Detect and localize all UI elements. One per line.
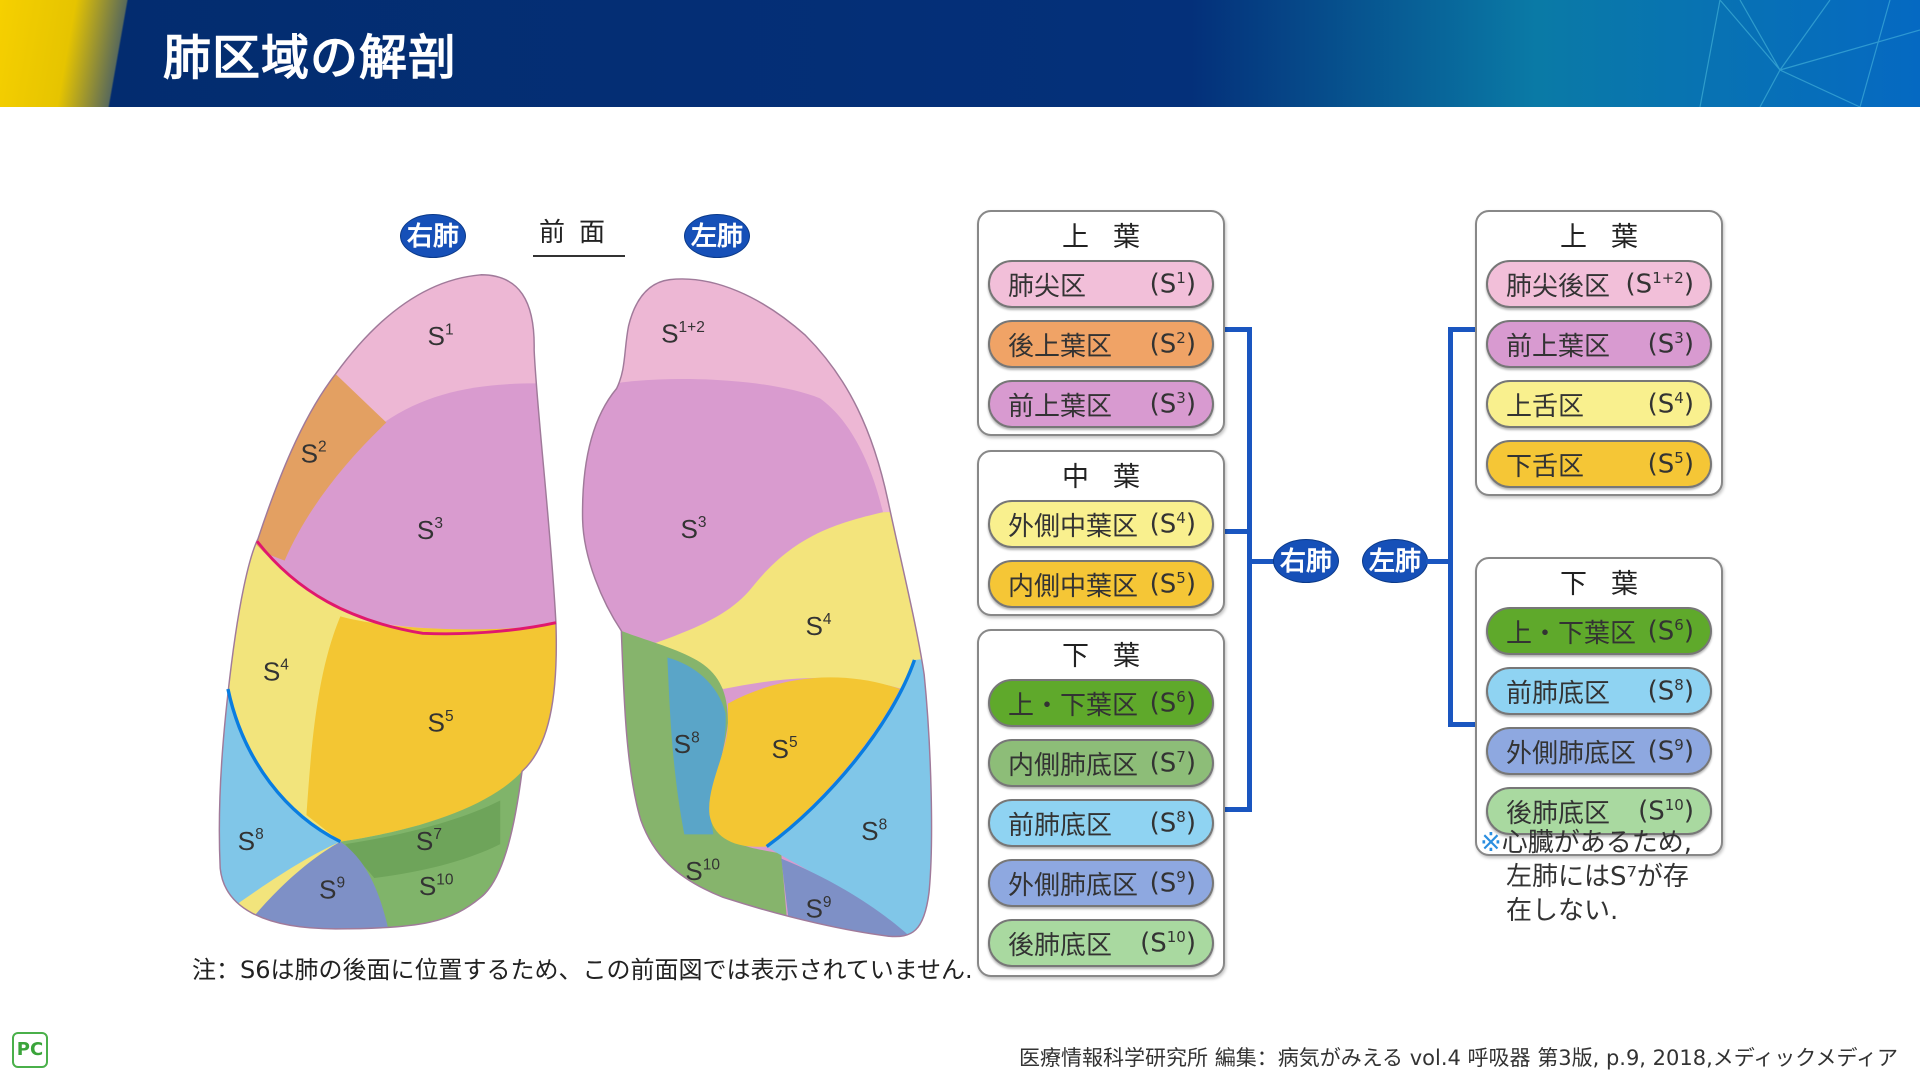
seg-label: S1 xyxy=(428,321,454,351)
right-lower-lobe-box: 下葉 上・下葉区S6 内側肺底区S7 前肺底区S8 外側肺底区S9 後肺底区S1… xyxy=(977,629,1225,977)
connector xyxy=(1448,722,1476,727)
seg-label: S10 xyxy=(419,871,454,901)
right-upper-lobe-box: 上葉 肺尖区S1 後上葉区S2 前上葉区S3 xyxy=(977,210,1225,436)
seg-label: S3 xyxy=(417,515,443,545)
right-middle-lobe-box: 中葉 外側中葉区S4 内側中葉区S5 xyxy=(977,450,1225,616)
seg-label: S8 xyxy=(861,816,887,846)
seg-label: S10 xyxy=(685,856,720,886)
left-s8 xyxy=(766,655,932,937)
network-decoration xyxy=(1699,0,1920,107)
connector xyxy=(1247,327,1252,812)
segment-pill: 下舌区S5 xyxy=(1486,440,1712,488)
page-title: 肺区域の解剖 xyxy=(163,30,458,86)
segment-pill: 前上葉区S3 xyxy=(988,380,1214,428)
segment-pill: 上・下葉区S6 xyxy=(1486,607,1712,655)
right-lung-badge: 右肺 xyxy=(400,214,466,258)
seg-label: S8 xyxy=(674,729,700,759)
seg-label: S2 xyxy=(301,438,327,468)
segment-pill: 後肺底区S10 xyxy=(1486,787,1712,835)
left-s4 xyxy=(655,509,932,690)
seg-label: S8 xyxy=(238,826,264,856)
connector xyxy=(1247,559,1275,564)
seg-label: S9 xyxy=(805,894,831,924)
seg-label: S5 xyxy=(428,708,454,738)
left-s8-inner xyxy=(667,657,726,835)
right-horizontal-fissure xyxy=(255,540,557,636)
segment-pill: 後上葉区S2 xyxy=(988,320,1214,368)
right-s2 xyxy=(253,369,387,561)
view-label: 前面 xyxy=(533,212,625,257)
left-oblique-fissure xyxy=(765,659,917,848)
note-mark: ※ xyxy=(1480,828,1502,858)
segment-pill: 前肺底区S8 xyxy=(988,799,1214,847)
segment-pill: 前上葉区S3 xyxy=(1486,320,1712,368)
segment-pill: 外側肺底区S9 xyxy=(1486,727,1712,775)
segment-pill: 上舌区S4 xyxy=(1486,380,1712,428)
connector xyxy=(1448,327,1453,727)
right-lung-shape xyxy=(219,274,557,929)
right-oblique-fissure xyxy=(226,688,342,844)
lobe-title: 中葉 xyxy=(1062,462,1164,493)
connector xyxy=(1426,559,1452,564)
segment-pill: 内側肺底区S7 xyxy=(988,739,1214,787)
connector xyxy=(1225,807,1251,812)
left-lung-note: ※心臓があるため, 左肺にはS⁷が存 在しない. xyxy=(1480,828,1693,926)
lobe-title: 上葉 xyxy=(1062,222,1164,253)
seg-label: S5 xyxy=(772,734,798,764)
left-lung-badge: 左肺 xyxy=(1362,539,1428,583)
connector xyxy=(1225,529,1251,534)
connector xyxy=(1225,327,1251,332)
left-s9 xyxy=(781,858,913,937)
seg-label: S4 xyxy=(805,611,831,641)
lobe-title: 下葉 xyxy=(1062,641,1164,672)
segment-pill: 外側肺底区S9 xyxy=(988,859,1214,907)
seg-label: S3 xyxy=(680,514,706,544)
seg-label: S7 xyxy=(416,826,442,856)
seg-label: S4 xyxy=(263,656,289,686)
left-lower-lobe-box: 下葉 上・下葉区S6 前肺底区S8 外側肺底区S9 後肺底区S10 xyxy=(1475,557,1723,856)
left-s5 xyxy=(709,677,900,847)
left-upper-lobe-box: 上葉 肺尖後区S1+2 前上葉区S3 上舌区S4 下舌区S5 xyxy=(1475,210,1723,496)
header-bar: 肺区域の解剖 xyxy=(0,0,1920,107)
connector xyxy=(1448,327,1476,332)
right-s3 xyxy=(255,383,557,630)
lung-diagram: S1 S2 S3 S4 S5 S8 S7 S9 S10 S1+2 S3 S4 S… xyxy=(190,190,950,940)
seg-label: S9 xyxy=(319,874,345,904)
lobe-title: 下葉 xyxy=(1560,569,1662,600)
pc-logo: PC xyxy=(12,1032,48,1068)
lobe-title: 上葉 xyxy=(1560,222,1662,253)
segment-pill: 外側中葉区S4 xyxy=(988,500,1214,548)
segment-pill: 内側中葉区S5 xyxy=(988,560,1214,608)
citation: 医療情報科学研究所 編集：病気がみえる vol.4 呼吸器 第3版, p.9, … xyxy=(1019,1046,1898,1070)
footnote: 注：S6は肺の後面に位置するため、この前面図では表示されていません. xyxy=(192,956,973,984)
segment-pill: 肺尖後区S1+2 xyxy=(1486,260,1712,308)
right-s5 xyxy=(306,616,557,842)
right-s9 xyxy=(238,841,389,929)
seg-label: S1+2 xyxy=(661,319,705,349)
right-lung-badge: 右肺 xyxy=(1273,539,1339,583)
segment-pill: 後肺底区S10 xyxy=(988,919,1214,967)
left-lung-badge: 左肺 xyxy=(684,214,750,258)
right-s7 xyxy=(345,800,501,878)
segment-pill: 肺尖区S1 xyxy=(988,260,1214,308)
segment-pill: 上・下葉区S6 xyxy=(988,679,1214,727)
segment-pill: 前肺底区S8 xyxy=(1486,667,1712,715)
header-accent-triangle xyxy=(0,0,150,107)
